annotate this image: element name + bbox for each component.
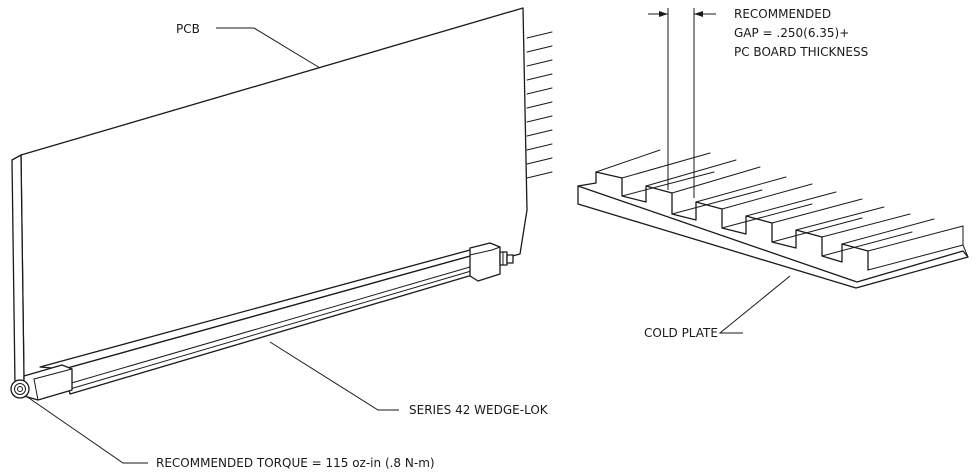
cold-plate-label: COLD PLATE xyxy=(644,326,718,340)
gap-arrow-left xyxy=(659,11,668,17)
gap-label-line2: GAP = .250(6.35)+ xyxy=(734,26,849,40)
cold-plate-leader xyxy=(718,275,791,334)
wedge-lok xyxy=(10,242,514,401)
wedge-lok-end-stud xyxy=(499,251,514,266)
gap-arrow-right xyxy=(694,11,703,17)
pcb-label: PCB xyxy=(176,22,200,36)
gap-label-line1: RECOMMENDED xyxy=(734,7,831,21)
pcb-board xyxy=(11,7,553,386)
pcb-leader xyxy=(216,27,321,69)
cold-plate xyxy=(577,149,969,289)
torque-label: RECOMMENDED TORQUE = 115 oz-in (.8 N-m) xyxy=(156,456,435,470)
wedge-lok-label: SERIES 42 WEDGE-LOK xyxy=(409,403,549,417)
gap-dimension xyxy=(648,8,716,198)
cold-plate-base xyxy=(577,185,969,289)
wedge-lok-right-block xyxy=(469,242,501,282)
pcb-connector-fingers xyxy=(526,31,553,179)
torque-leader xyxy=(25,395,148,464)
wedge-lok-leader xyxy=(269,341,399,411)
cold-plate-ribs xyxy=(595,149,969,271)
torque-screw xyxy=(10,379,30,399)
gap-label-line3: PC BOARD THICKNESS xyxy=(734,45,868,59)
